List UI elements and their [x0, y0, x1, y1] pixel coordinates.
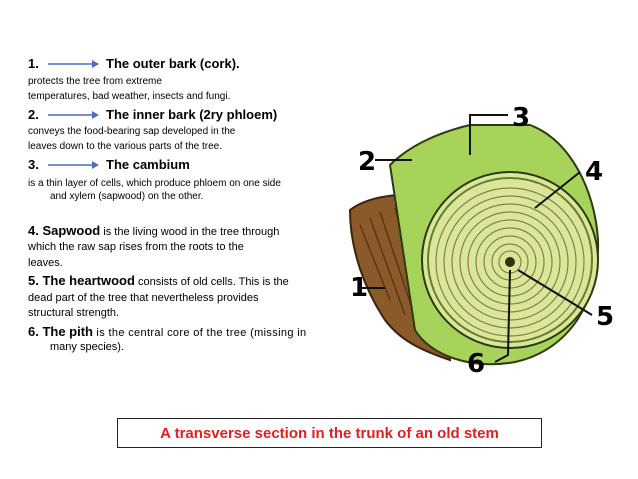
item-2-number: 2. [28, 107, 39, 122]
item-1-title: The outer bark (cork). [106, 56, 240, 71]
item-5-rest: consists of old cells. This is the [134, 276, 289, 288]
item-4-line-1: 4. Sapwood is the living wood in the tre… [28, 222, 279, 240]
item-5-desc-line-1: dead part of the tree that nevertheless … [28, 292, 259, 304]
item-4-desc-line-2: leaves. [28, 257, 63, 269]
pith [505, 257, 515, 267]
item-1-number: 1. [28, 56, 39, 71]
caption-box: A transverse section in the trunk of an … [117, 418, 542, 448]
item-2-title: The inner bark (2ry phloem) [106, 107, 278, 122]
item-1-desc-line-2: temperatures, bad weather, insects and f… [28, 91, 231, 102]
item-2-desc-line-2: leaves down to the various parts of the … [28, 141, 222, 152]
caption-text: A transverse section in the trunk of an … [160, 424, 499, 442]
item-6-line-1: 6. The pith is the central core of the t… [28, 323, 307, 341]
item-6-title: 6. The pith [28, 324, 93, 339]
item-1-desc-line-1: protects the tree from extreme [28, 76, 162, 87]
label-4: 4 [585, 157, 603, 187]
item-3-title: The cambium [106, 157, 190, 172]
label-3: 3 [512, 103, 530, 133]
item-4-title: 4. Sapwood [28, 223, 101, 238]
cambium [427, 177, 593, 343]
label-2: 2 [358, 147, 376, 177]
item-6-rest: is the central core of the tree (missing… [93, 327, 307, 339]
item-4-desc-line-1: which the raw sap rises from the roots t… [28, 241, 244, 253]
item-6-desc-line-1: many species). [50, 341, 124, 353]
item-3-number: 3. [28, 157, 39, 172]
outer-bark-texture [359, 207, 431, 345]
item-3-desc-line-1: is a thin layer of cells, which produce … [28, 178, 281, 189]
label-6: 6 [467, 349, 485, 379]
item-5-line-1: 5. The heartwood consists of old cells. … [28, 272, 289, 290]
item-5-title: 5. The heartwood [28, 273, 135, 288]
label-5: 5 [596, 302, 614, 332]
label-1: 1 [350, 273, 368, 303]
item-3-desc-line-2: and xylem (sapwood) on the other. [50, 191, 204, 202]
arrow-1-icon [48, 60, 99, 68]
arrow-3-icon [48, 161, 99, 169]
item-5-desc-line-2: structural strength. [28, 307, 120, 319]
arrow-2-icon [48, 111, 99, 119]
item-4-rest: is the living wood in the tree through [100, 226, 280, 238]
stem-section-diagram: 1 2 3 4 5 6 [348, 103, 614, 379]
item-2-desc-line-1: conveys the food-bearing sap developed i… [28, 126, 236, 137]
